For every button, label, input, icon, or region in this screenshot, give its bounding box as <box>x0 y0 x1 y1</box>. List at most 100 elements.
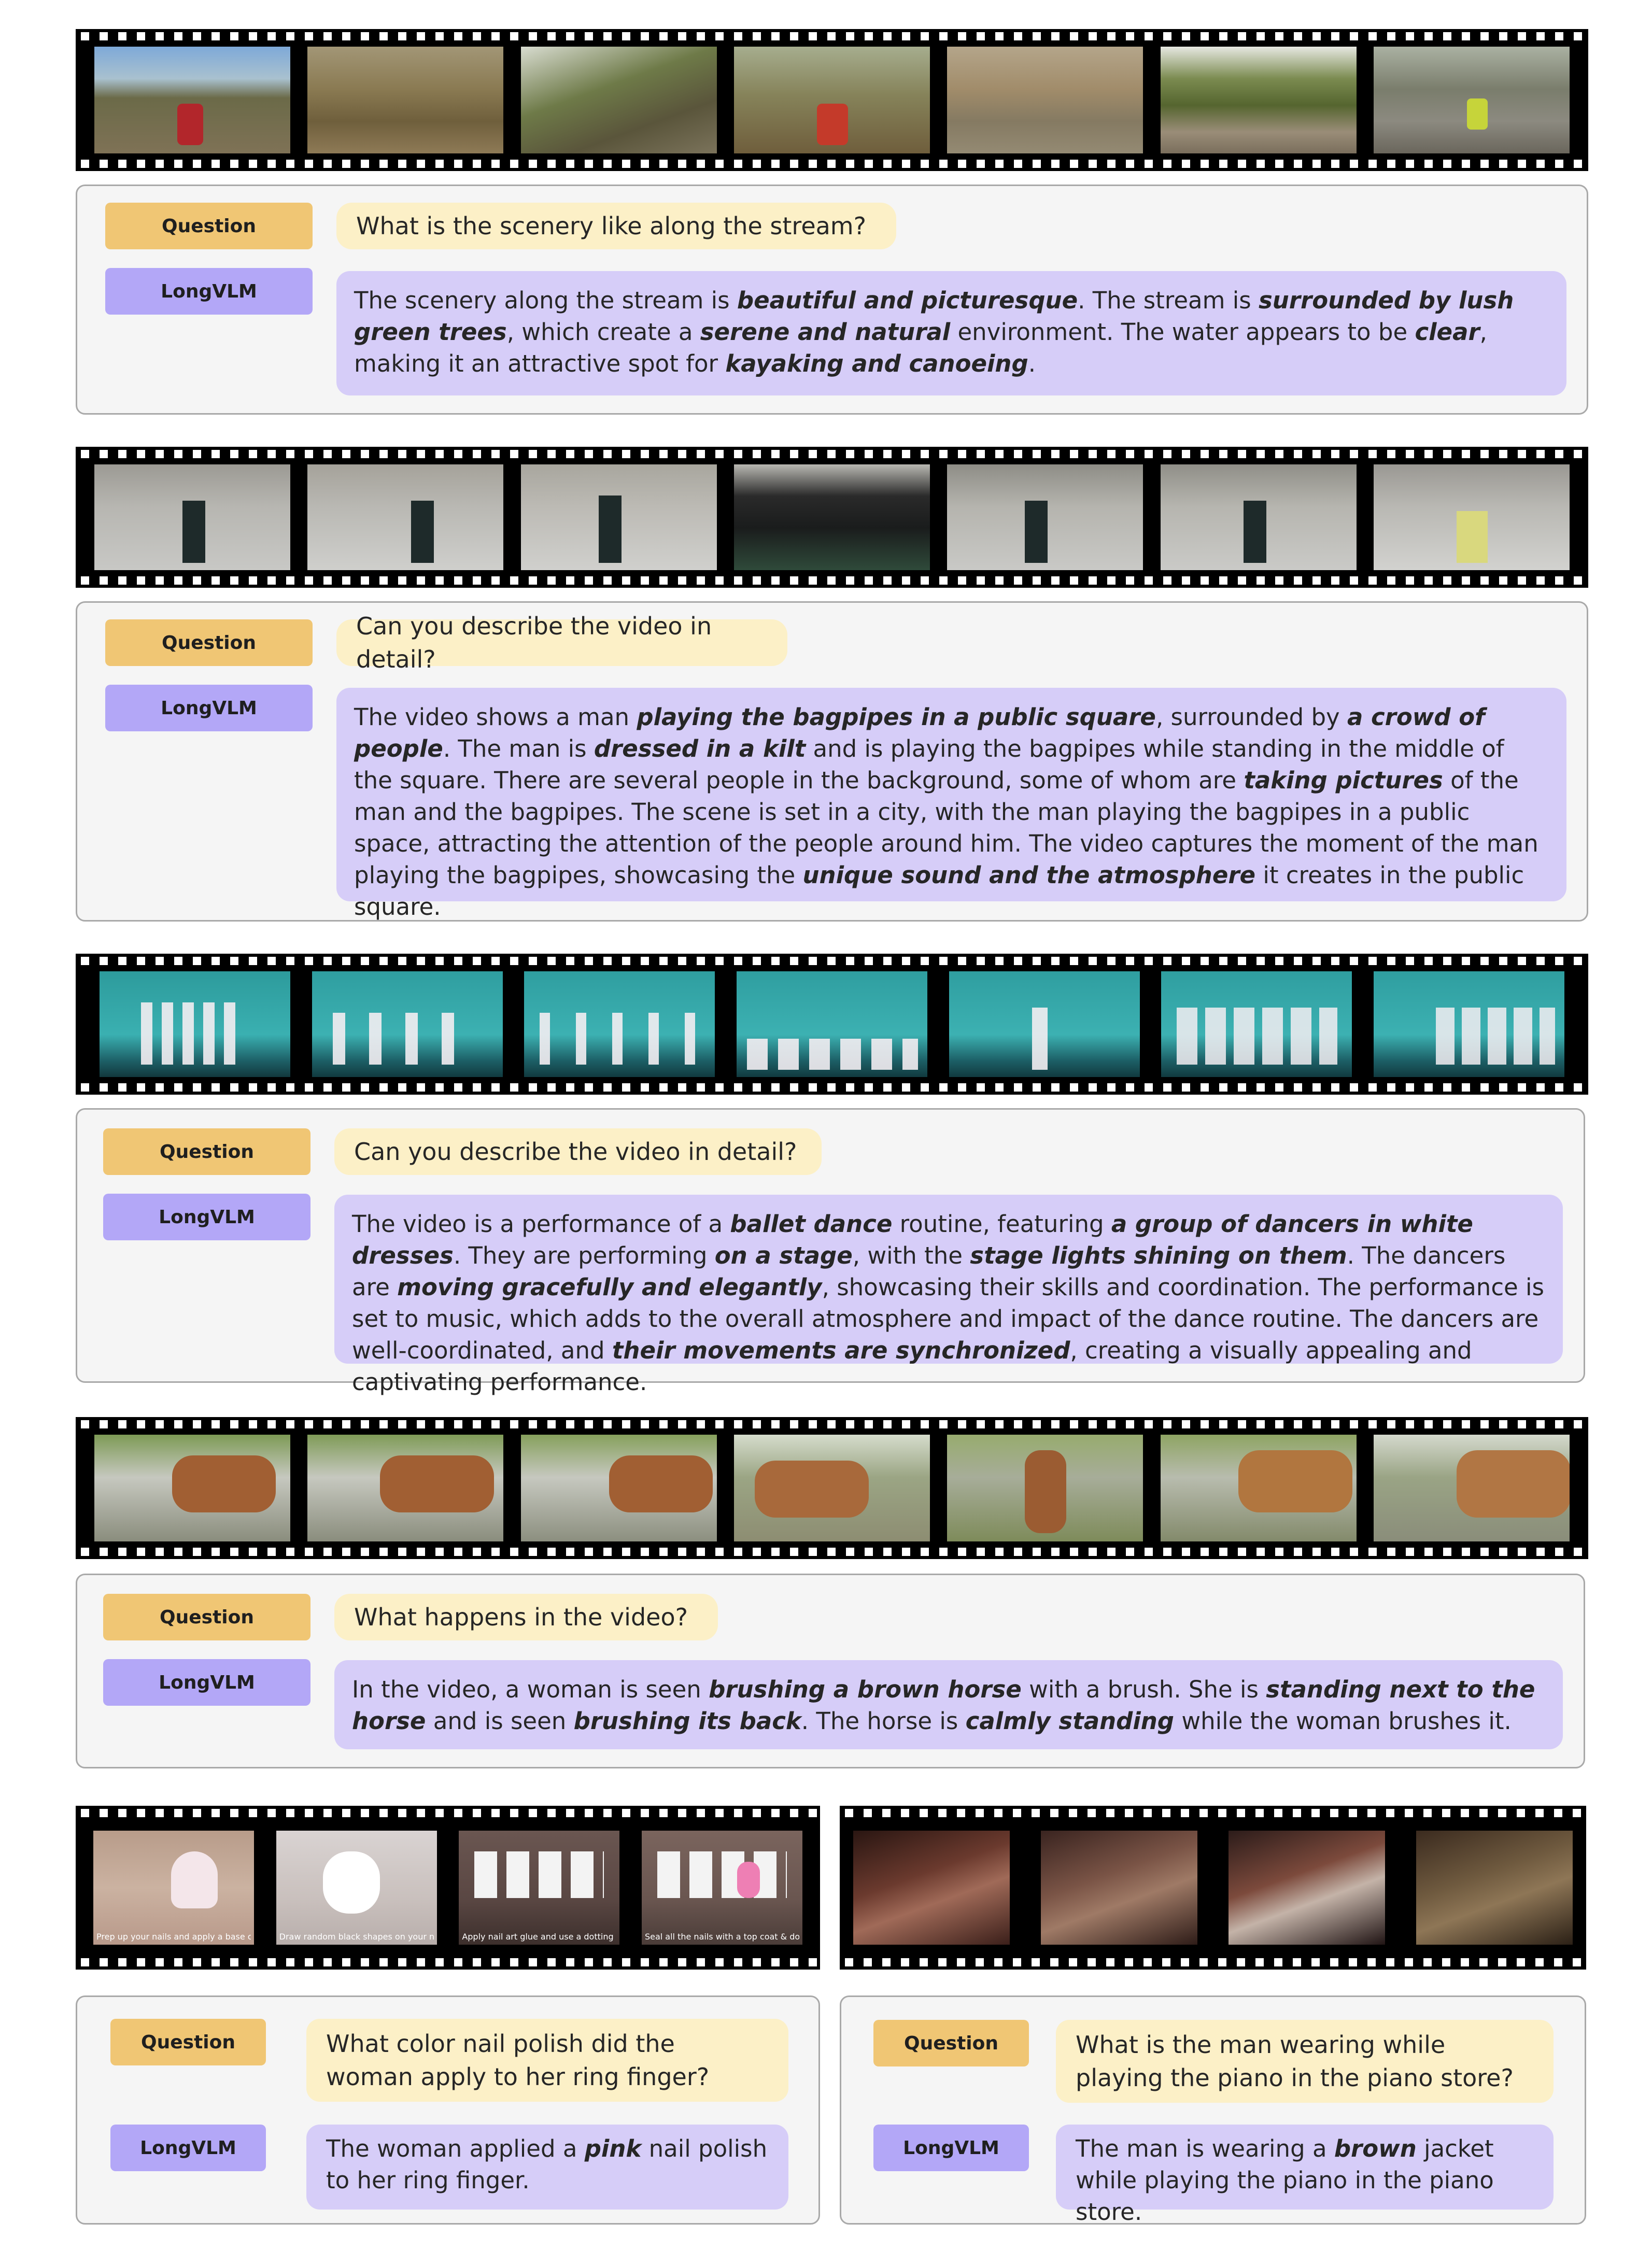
video-frame <box>947 1435 1143 1541</box>
qa-panel: Question LongVLM What is the scenery lik… <box>76 185 1588 415</box>
video-frame <box>520 47 717 153</box>
answer-text: . The dancers are <box>352 1242 1506 1301</box>
question-bubble: Can you describe the video in detail? <box>336 612 787 673</box>
question-tag: Question <box>105 203 313 249</box>
video-frame <box>94 47 290 153</box>
highlighted-phrase: their movements are synchronized <box>612 1337 1070 1364</box>
video-caption: Apply nail art glue and use a dotting to… <box>462 1932 616 1942</box>
answer-text: In the video, a woman is seen <box>352 1676 709 1703</box>
video-frame <box>100 971 290 1077</box>
film-strip-bagpipes <box>76 447 1588 588</box>
question-bubble: What is the man wearing while playing th… <box>1056 2020 1554 2103</box>
video-caption: Prep up your nails and apply a base coat… <box>96 1932 251 1942</box>
qa-panel: Question LongVLM What is the man wearing… <box>840 1995 1586 2226</box>
video-frame <box>733 47 930 153</box>
video-frame: Seal all the nails with a top coat & don… <box>641 1831 802 1945</box>
question-bubble: What happens in the video? <box>334 1594 718 1640</box>
answer-bubble: The man is wearing a brown jacket while … <box>1056 2125 1554 2226</box>
video-frame <box>853 1831 1010 1945</box>
question-tag: Question <box>103 1128 310 1175</box>
answer-bubble: The scenery along the stream is beautifu… <box>336 271 1566 395</box>
highlighted-phrase: standing next to the horse <box>352 1676 1535 1735</box>
video-frame <box>520 464 717 570</box>
answer-bubble: The video is a performance of a ballet d… <box>334 1195 1563 1396</box>
answer-text: and is playing the bagpipes while standi… <box>354 735 1504 794</box>
video-frame <box>524 971 715 1077</box>
highlighted-phrase: stage lights shining on them <box>970 1242 1347 1269</box>
video-frame <box>307 464 504 570</box>
highlighted-phrase: clear <box>1415 318 1480 346</box>
video-frame <box>520 1435 717 1541</box>
video-frame <box>1229 1831 1385 1945</box>
answer-bubble: The video shows a man playing the bagpip… <box>336 688 1566 921</box>
answer-text: jacket while playing the piano in the pi… <box>1076 2135 1494 2226</box>
question-bubble: What is the scenery like along the strea… <box>336 203 896 249</box>
question-bubble: Can you describe the video in detail? <box>334 1128 822 1175</box>
video-frame <box>94 1435 290 1541</box>
question-tag: Question <box>873 2020 1029 2066</box>
highlighted-phrase: a group of dancers in white dresses <box>352 1210 1473 1269</box>
video-frame: Apply nail art glue and use a dotting to… <box>459 1831 620 1945</box>
film-strip-piano <box>840 1806 1586 1970</box>
video-frame <box>1041 1831 1197 1945</box>
highlighted-phrase: surrounded by lush green trees <box>354 287 1514 346</box>
video-frame: Draw random black shapes on your nails..… <box>276 1831 437 1945</box>
video-frame <box>1161 971 1352 1077</box>
answer-text: it creates in the public square. <box>354 861 1524 921</box>
answer-text: , making it an attractive spot for <box>354 318 1487 377</box>
answer-text: , creating a visually appealing and capt… <box>352 1337 1472 1396</box>
highlighted-phrase: beautiful and picturesque <box>737 287 1078 314</box>
video-frame <box>307 47 504 153</box>
answer-text: environment. The water appears to be <box>950 318 1415 346</box>
answer-bubble: In the video, a woman is seen brushing a… <box>334 1660 1563 1749</box>
answer-text: The scenery along the stream is <box>354 287 737 314</box>
highlighted-phrase: unique sound and the atmosphere <box>802 861 1256 889</box>
highlighted-phrase: playing the bagpipes in a public square <box>637 703 1156 731</box>
highlighted-phrase: brushing its back <box>573 1707 801 1735</box>
answer-tag: LongVLM <box>105 685 313 731</box>
answer-text: The man is wearing a <box>1076 2135 1334 2162</box>
qa-panel: Question LongVLM Can you describe the vi… <box>76 1108 1585 1396</box>
answer-tag: LongVLM <box>103 1194 310 1240</box>
question-tag: Question <box>103 1594 310 1640</box>
film-strip-ballet <box>76 954 1588 1095</box>
video-caption: Seal all the nails with a top coat & don… <box>644 1932 799 1942</box>
highlighted-phrase: serene and natural <box>700 318 951 346</box>
answer-bubble: The woman applied a pink nail polish to … <box>306 2125 788 2210</box>
answer-text: , showcasing their skills and coordinati… <box>352 1273 1544 1364</box>
film-strip-nails: Prep up your nails and apply a base coat… <box>76 1806 820 1970</box>
answer-text: . They are performing <box>453 1242 715 1269</box>
highlighted-phrase: taking pictures <box>1244 767 1443 794</box>
video-caption: Draw random black shapes on your nails..… <box>279 1932 434 1942</box>
answer-tag: LongVLM <box>873 2125 1029 2171</box>
qa-panel: Question LongVLM What color nail polish … <box>76 1995 820 2225</box>
video-frame <box>312 971 503 1077</box>
answer-text: The video shows a man <box>354 703 637 731</box>
video-frame <box>307 1435 504 1541</box>
highlighted-phrase: kayaking and canoeing <box>725 350 1028 377</box>
video-frame <box>1373 47 1570 153</box>
answer-text: , which create a <box>506 318 700 346</box>
highlighted-phrase: pink <box>584 2135 642 2162</box>
video-frame <box>1160 464 1357 570</box>
video-frame <box>1373 1435 1570 1541</box>
highlighted-phrase: brushing a brown horse <box>709 1676 1022 1703</box>
answer-text: . The stream is <box>1078 287 1259 314</box>
video-frame <box>1160 47 1357 153</box>
answer-tag: LongVLM <box>110 2125 266 2171</box>
video-frame <box>1416 1831 1573 1945</box>
video-frame <box>733 1435 930 1541</box>
video-frame <box>1373 464 1570 570</box>
video-frame <box>947 464 1143 570</box>
video-frame <box>736 971 927 1077</box>
video-frame: Prep up your nails and apply a base coat… <box>93 1831 254 1945</box>
question-tag: Question <box>110 2019 266 2065</box>
qa-panel: Question LongVLM What happens in the vid… <box>76 1574 1585 1768</box>
answer-text: The woman applied a <box>326 2135 585 2162</box>
highlighted-phrase: ballet dance <box>730 1210 893 1238</box>
answer-text: with a brush. She is <box>1021 1676 1266 1703</box>
answer-text: . <box>1028 350 1036 377</box>
answer-text: nail polish to her ring finger. <box>326 2135 768 2194</box>
answer-text: while the woman brushes it. <box>1174 1707 1512 1735</box>
answer-tag: LongVLM <box>103 1659 310 1706</box>
